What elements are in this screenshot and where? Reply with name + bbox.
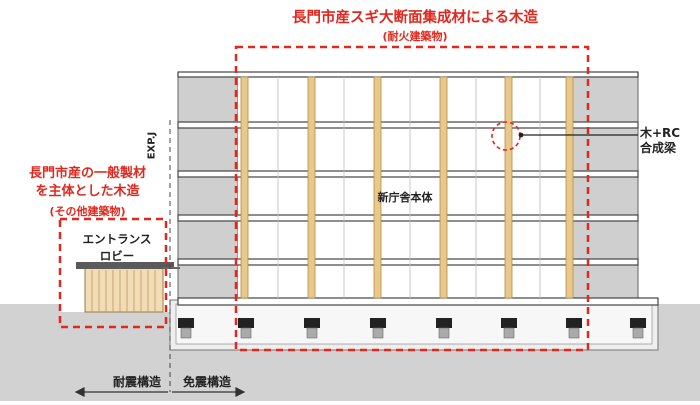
entrance-lobby-wall	[84, 267, 164, 313]
left-core-wall	[177, 71, 239, 305]
general-wood-zone	[58, 217, 168, 329]
exp-joint-label: EXP.J	[146, 131, 158, 160]
left-title-line2: を主体とした木造	[35, 184, 140, 199]
entrance-label-line2: ロビー	[99, 249, 135, 263]
right-core-wall	[569, 71, 639, 305]
left-title-line1: 長門市産の一般製材	[28, 166, 146, 181]
left-subtitle: (その他建築物)	[49, 205, 126, 218]
entrance-label-line1: エントランス	[82, 232, 152, 246]
beam-label-line1: 木+RC	[640, 126, 681, 140]
beam-leader-dot	[518, 132, 524, 138]
timber-columns	[240, 76, 574, 299]
main-subtitle: (耐火建築物)	[382, 30, 448, 43]
isolator-pedestals	[180, 327, 644, 339]
beam-label-line2: 合成梁	[640, 141, 677, 155]
main-building-interior	[238, 76, 570, 304]
main-title: 長門市産スギ大断面集成材による木造	[291, 10, 539, 26]
structure-arrows	[74, 387, 246, 397]
fireproof-wood-zone	[234, 45, 590, 352]
floor-slabs	[177, 71, 659, 306]
lobby-siding	[91, 270, 156, 312]
seismic-isolators	[178, 318, 646, 328]
lobby-roof	[76, 262, 174, 269]
seismic-isolation-label: 免震構造	[182, 375, 231, 389]
seismic-resistant-label: 耐震構造	[112, 375, 161, 389]
bay-lines	[277, 77, 541, 298]
main-building-label: 新庁舎本体	[377, 191, 433, 204]
